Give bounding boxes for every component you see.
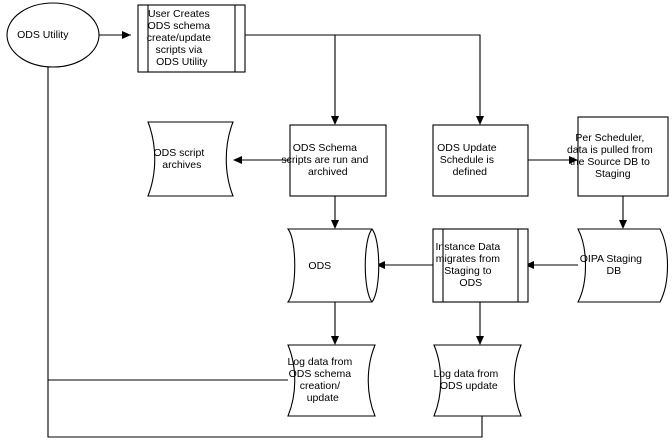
connector-per-scheduler-to-oipa-staging-db [619,196,627,229]
per-scheduler-rect-shape [577,116,669,197]
ods-cylinder-cap [364,228,373,303]
node-ods-script-archives[interactable]: ODS script archives [147,121,234,197]
ods-label: ODS [308,260,351,272]
connector-ods-update-schedule-to-per-scheduler [528,156,578,164]
node-instance-data-migrates[interactable]: Instance Data migrates from Staging to O… [432,228,529,303]
node-ods[interactable]: ODS [286,228,380,303]
connector-ods-to-log-schema [331,302,339,345]
connector-ods-schema-scripts-to-archives [233,156,290,164]
ods-script-archives-label: ODS script archives [153,147,230,171]
log-schema-card-shape [287,344,376,417]
log-update-card-shape [433,344,522,417]
connector-user-creates-to-ods-schema-scripts [245,34,339,125]
ods-update-schedule-label: ODS Update Schedule is defined [437,142,523,178]
node-ods-update-schedule[interactable]: ODS Update Schedule is defined [432,124,529,197]
instance-data-label: Instance Data migrates from Staging to O… [435,241,526,289]
node-user-creates[interactable]: User Creates ODS schema create/update sc… [137,4,246,73]
node-log-schema[interactable]: Log data from ODS schema creation/ updat… [287,344,378,417]
ods-update-schedule-rect-shape [432,124,529,197]
log-schema-label: Log data from ODS schema creation/ updat… [287,356,378,404]
instance-data-process-shape [432,228,529,303]
connector-ods-schema-scripts-to-ods [331,196,339,229]
node-ods-schema-scripts[interactable]: ODS Schema scripts are run and archived [281,124,394,197]
connector-instance-data-to-ods [376,261,433,269]
ods-utility-label: ODS Utility [17,29,89,41]
connector-oipa-staging-db-to-instance-data [525,261,578,269]
connector-user-creates-to-ods-update-schedule [335,34,484,125]
oipa-staging-db-card-shape [577,228,668,303]
node-per-scheduler[interactable]: Per Scheduler, data is pulled from the S… [567,116,672,197]
user-creates-label: User Creates ODS schema create/update sc… [147,8,237,68]
connector-ods-utility-to-user-creates [99,31,131,39]
connector-layer [43,31,627,438]
connector-log-update-to-ods-utility [47,380,483,438]
ods-script-archives-card-shape [147,121,234,197]
ods-utility-oval-shape [6,2,100,68]
user-creates-process-shape [137,4,246,73]
node-oipa-staging-db[interactable]: OIPA Staging DB [577,228,669,303]
ods-schema-scripts-label: ODS Schema scripts are run and archived [281,142,394,178]
oipa-staging-db-label: OIPA Staging DB [580,253,669,277]
node-ods-utility[interactable]: ODS Utility [6,2,100,68]
connector-instance-data-to-log-update [476,302,484,345]
connector-log-schema-to-ods-utility [43,47,288,381]
per-scheduler-label: Per Scheduler, data is pulled from the S… [567,132,672,180]
node-log-update[interactable]: Log data from ODS update [433,344,524,417]
ods-schema-scripts-rect-shape [289,124,387,197]
log-update-label: Log data from ODS update [433,368,524,392]
